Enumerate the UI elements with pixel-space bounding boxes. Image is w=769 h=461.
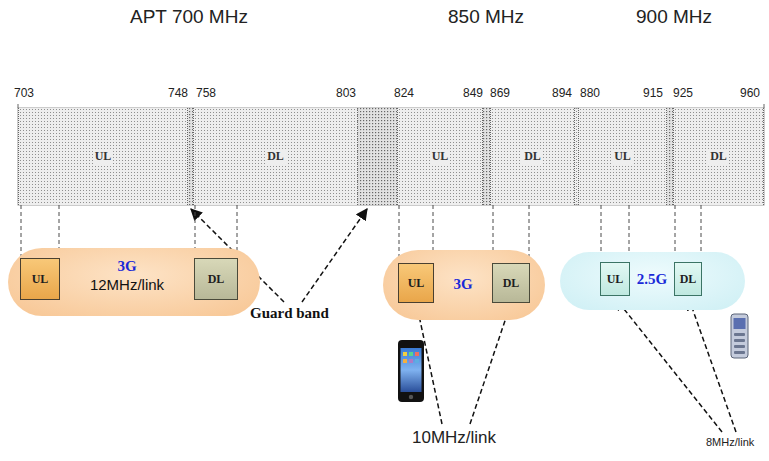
uplink-block: UL (398, 263, 434, 303)
app-icon (409, 352, 413, 356)
label-holder: 900 MHz (636, 6, 712, 28)
frequency-number: 915 (643, 86, 663, 100)
phone-keys (734, 351, 745, 354)
phone-keys (734, 339, 745, 342)
callout-label: 8MHz/link (706, 436, 754, 448)
frequency-band: UL (18, 108, 188, 205)
link-block: UL (600, 262, 630, 296)
technology-group: 2.5G UL DL (560, 252, 745, 310)
block-label: 12MHz/link (64, 275, 190, 294)
band-heading: APT 700 MHz (130, 6, 248, 28)
frequency-band: UL (397, 108, 483, 205)
block-label: UL (612, 149, 633, 164)
text-holder: 2.5G (630, 270, 674, 288)
dashed-line (21, 205, 22, 258)
frequency-number: 960 (740, 86, 760, 100)
generation-label: 3G (433, 275, 493, 293)
block-label: UL (430, 149, 451, 164)
label-holder: APT 700 MHz (130, 6, 248, 28)
frequency-number: 869 (490, 86, 510, 100)
link-block: DL (674, 262, 702, 296)
frequency-number: 758 (196, 86, 216, 100)
block-label: DL (680, 272, 697, 287)
technology-group: 3G UL DL (383, 250, 545, 320)
frequency-number: 703 (14, 86, 34, 100)
dashed-line (529, 205, 530, 263)
app-icon (409, 359, 413, 363)
block-label: DL (522, 149, 543, 164)
label-holder: 880 (580, 86, 600, 100)
frequency-number: 925 (673, 86, 693, 100)
block-label: DL (208, 272, 225, 287)
phone-keys (734, 345, 745, 348)
label-holder: 849 (463, 86, 483, 100)
phone-keys (734, 333, 745, 336)
leader-arrow (302, 209, 367, 302)
uplink-block: UL (20, 258, 60, 300)
label-holder: 803 (336, 86, 356, 100)
callout-label: Guard band (250, 305, 329, 322)
leader-arrow (470, 306, 510, 424)
leader-arrow (689, 299, 736, 432)
technology-group: 3G12MHz/link UL DL (8, 248, 260, 316)
downlink-block: DL (492, 263, 530, 303)
label-holder: Guard band (250, 305, 329, 322)
generation-label: 3G (64, 257, 190, 275)
block-label: UL (607, 272, 624, 287)
phone-body (398, 340, 424, 402)
frequency-number: 803 (336, 86, 356, 100)
frequency-band: DL (490, 108, 575, 205)
frequency-band: DL (193, 108, 358, 205)
frequency-number: 880 (580, 86, 600, 100)
app-icon (403, 352, 407, 356)
home-button (409, 395, 413, 399)
label-holder: 925 (673, 86, 693, 100)
label-holder: 869 (490, 86, 510, 100)
block-label: DL (265, 149, 286, 164)
frequency-number: 894 (552, 86, 572, 100)
block-label: DL (708, 149, 729, 164)
label-holder: 824 (394, 86, 414, 100)
phone-body (731, 314, 748, 358)
label-holder: 703 (14, 86, 34, 100)
label-holder: 748 (168, 86, 188, 100)
block-label: UL (408, 276, 425, 291)
label-holder: 8MHz/link (706, 436, 754, 448)
feature-phone-icon (731, 314, 748, 358)
frequency-number: 824 (394, 86, 414, 100)
phone-screen (401, 348, 422, 392)
app-icon (403, 359, 407, 363)
callout-label: 10MHz/link (412, 428, 496, 448)
guard-band (358, 108, 397, 205)
generation-label: 2.5G (630, 270, 674, 288)
block-label: UL (32, 272, 49, 287)
text-holder: 3G (433, 275, 493, 293)
band-heading: 900 MHz (636, 6, 712, 28)
frequency-number: 748 (168, 86, 188, 100)
app-icon (415, 359, 419, 363)
spectrum-bar (18, 108, 764, 205)
label-holder: 960 (740, 86, 760, 100)
label-holder: 10MHz/link (412, 428, 496, 448)
label-holder: 894 (552, 86, 572, 100)
block-label: UL (93, 149, 114, 164)
block-label: DL (503, 276, 520, 291)
smartphone-icon (398, 340, 424, 402)
label-holder: 850 MHz (448, 6, 524, 28)
band-heading: 850 MHz (448, 6, 524, 28)
guard-band (483, 108, 490, 205)
phone-screen (734, 318, 746, 329)
frequency-band: DL (673, 108, 764, 205)
frequency-number: 849 (463, 86, 483, 100)
app-icon (415, 352, 419, 356)
label-holder: 758 (196, 86, 216, 100)
frequency-band: UL (578, 108, 667, 205)
text-holder: 3G12MHz/link (64, 257, 190, 294)
leader-arrow (616, 299, 722, 432)
downlink-block: DL (194, 258, 238, 300)
label-holder: 915 (643, 86, 663, 100)
